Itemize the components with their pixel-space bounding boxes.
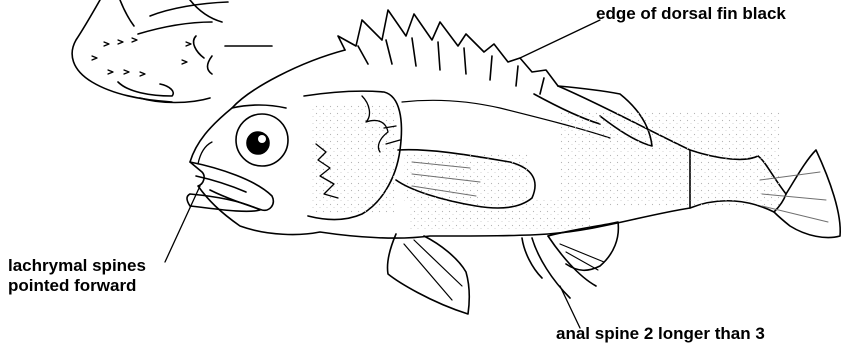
label-anal-spine: anal spine 2 longer than 3 <box>556 324 765 344</box>
label-lachrymal-spines-line2: pointed forward <box>8 276 136 296</box>
label-lachrymal-spines-line1: lachrymal spines <box>8 256 146 276</box>
pointer-lachrymal <box>165 186 200 262</box>
pointer-dorsal <box>520 20 600 58</box>
pectoral-fin <box>396 150 535 208</box>
fish-body <box>190 50 786 238</box>
head-top-view-inset <box>72 0 272 103</box>
pelvic-fin <box>387 234 469 314</box>
label-dorsal-fin: edge of dorsal fin black <box>596 4 786 24</box>
eye <box>236 114 288 166</box>
pointer-anal <box>560 286 580 328</box>
anal-fin <box>522 222 618 298</box>
gill-cover <box>304 91 401 219</box>
